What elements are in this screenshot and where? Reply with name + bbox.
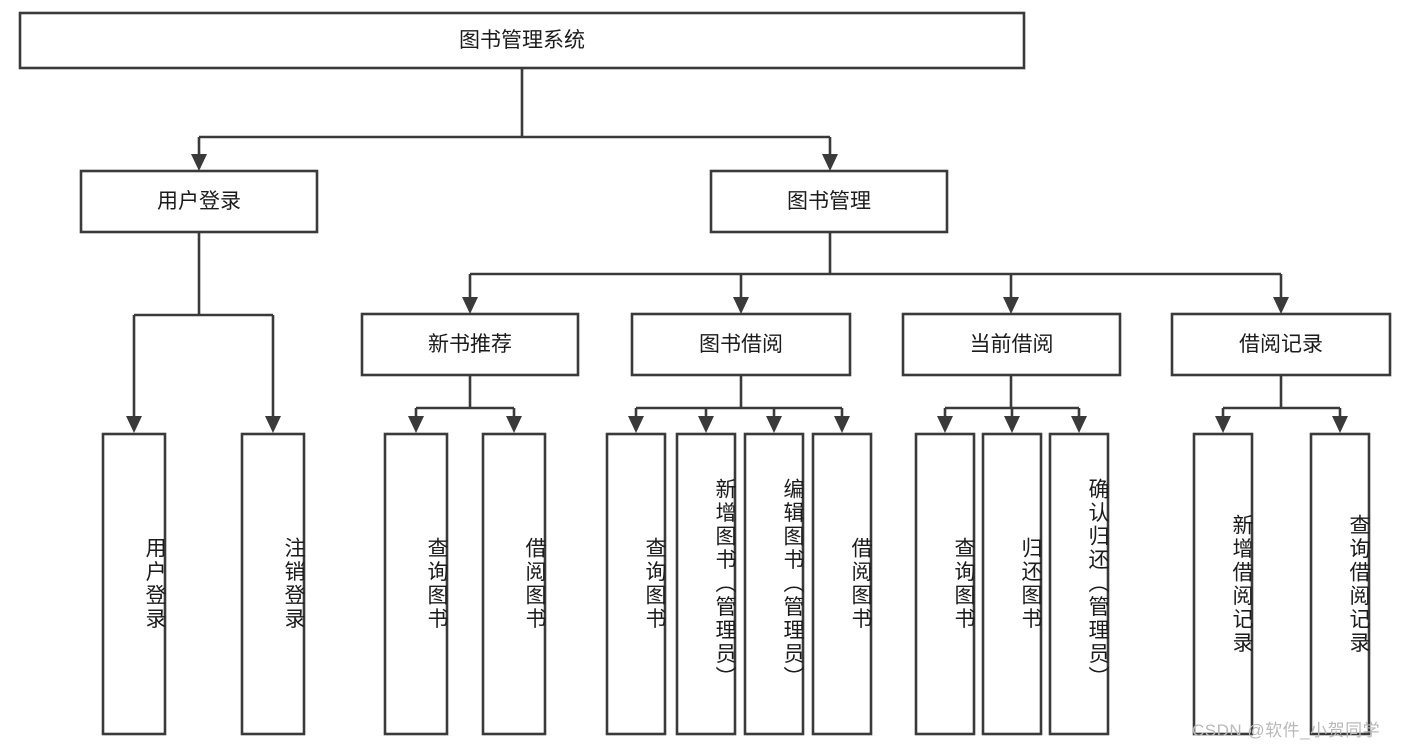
node-label-borrow-record: 借阅记录 <box>1239 333 1323 356</box>
edge-to-leaf-add-book-admin-arrowhead-icon <box>698 416 714 433</box>
node-label-new-book-recommend: 新书推荐 <box>428 333 512 356</box>
edge-to-leaf-query-book-borrow-arrowhead-icon <box>628 416 644 433</box>
node-leaf-query-book-recommend[interactable] <box>383 432 449 736</box>
node-leaf-query-book-borrow[interactable] <box>605 432 667 736</box>
node-leaf-add-book-admin[interactable] <box>675 432 737 736</box>
edge-to-book-borrow-arrowhead-icon <box>733 297 749 314</box>
node-leaf-user-logout[interactable] <box>240 432 306 736</box>
node-new-book-recommend[interactable] <box>360 312 580 377</box>
edge-to-leaf-add-borrow-record-arrowhead-icon <box>1215 416 1231 433</box>
node-leaf-query-borrow-record[interactable] <box>1309 432 1371 736</box>
connector-layer <box>126 68 1348 433</box>
node-leaf-edit-book-admin[interactable] <box>743 432 805 736</box>
node-root[interactable] <box>18 11 1026 70</box>
node-leaf-add-borrow-record[interactable] <box>1192 432 1254 736</box>
node-label-current-borrow: 当前借阅 <box>970 333 1054 356</box>
node-leaf-confirm-return-admin[interactable] <box>1048 432 1110 736</box>
node-book-manage[interactable] <box>709 169 949 234</box>
node-label-user-login: 用户登录 <box>157 190 241 213</box>
edge-to-leaf-user-login-arrowhead-icon <box>126 416 142 433</box>
csdn-watermark: CSDN @软件_小贺同学 <box>1192 721 1381 740</box>
node-label-book-manage: 图书管理 <box>787 190 871 213</box>
edge-to-leaf-user-logout-arrowhead-icon <box>265 416 281 433</box>
node-borrow-record[interactable] <box>1170 312 1392 377</box>
node-label-root: 图书管理系统 <box>459 29 585 52</box>
edge-to-leaf-borrow-book-arrowhead-icon <box>834 416 850 433</box>
edge-to-leaf-query-book-recommend-arrowhead-icon <box>408 416 424 433</box>
edge-to-leaf-return-book-arrowhead-icon <box>1004 416 1020 433</box>
node-user-login[interactable] <box>79 169 319 234</box>
edge-to-leaf-borrow-book-recommend-arrowhead-icon <box>506 416 522 433</box>
node-leaf-return-book[interactable] <box>981 432 1043 736</box>
edge-to-leaf-query-borrow-record-arrowhead-icon <box>1332 416 1348 433</box>
node-book-borrow[interactable] <box>630 312 852 377</box>
edge-to-leaf-confirm-return-admin-arrowhead-icon <box>1071 416 1087 433</box>
edge-to-leaf-edit-book-admin-arrowhead-icon <box>766 416 782 433</box>
edge-to-current-borrow-arrowhead-icon <box>1003 297 1019 314</box>
node-label-book-borrow: 图书借阅 <box>699 333 783 356</box>
edge-to-user-login-arrowhead-icon <box>191 154 207 171</box>
edge-to-borrow-record-arrowhead-icon <box>1273 297 1289 314</box>
node-box-layer <box>18 11 1392 736</box>
node-leaf-query-book-current[interactable] <box>914 432 976 736</box>
edge-to-new-book-recommend-arrowhead-icon <box>462 297 478 314</box>
edge-to-book-manage-arrowhead-icon <box>822 154 838 171</box>
edge-to-leaf-query-book-current-arrowhead-icon <box>937 416 953 433</box>
node-current-borrow[interactable] <box>901 312 1122 377</box>
node-leaf-user-login[interactable] <box>101 432 167 736</box>
node-leaf-borrow-book[interactable] <box>811 432 873 736</box>
node-leaf-borrow-book-recommend[interactable] <box>481 432 547 736</box>
